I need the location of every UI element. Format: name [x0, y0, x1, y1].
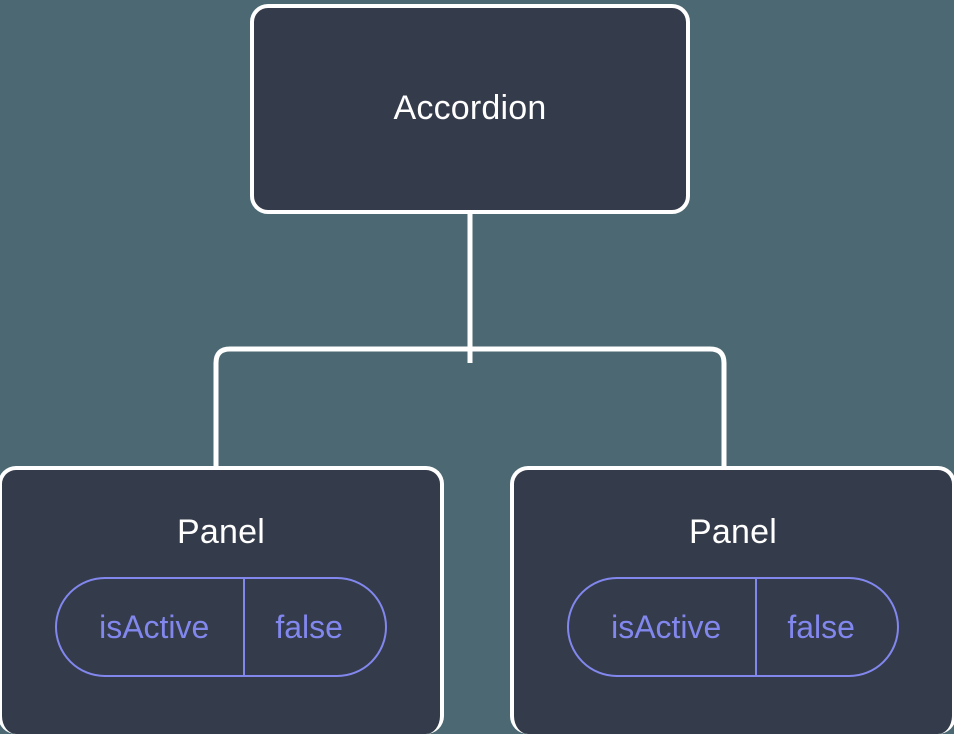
node-panel-right[interactable]: Panel isActive false [510, 466, 954, 734]
connector-branch-bar [213, 346, 727, 470]
state-badge-right-key: isActive [611, 609, 722, 646]
node-panel-left[interactable]: Panel isActive false [0, 466, 444, 734]
state-badge-left-value: false [243, 579, 385, 676]
node-accordion[interactable]: Accordion [250, 4, 690, 214]
state-badge-left-key: isActive [99, 609, 210, 646]
node-panel-right-label: Panel [689, 513, 777, 551]
state-badge-right[interactable]: isActive false [567, 577, 899, 678]
state-badge-left[interactable]: isActive false [55, 577, 387, 678]
node-accordion-label: Accordion [393, 89, 547, 128]
node-panel-left-label: Panel [177, 513, 265, 551]
state-badge-right-value: false [755, 579, 897, 676]
